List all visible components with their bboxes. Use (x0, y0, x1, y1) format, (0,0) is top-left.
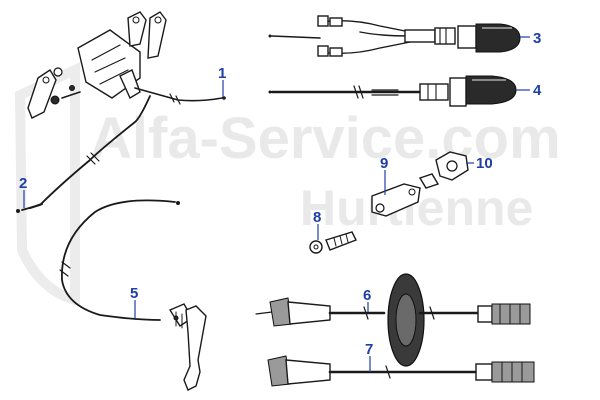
choke-knob-base-3 (457, 25, 477, 49)
choke-knob-base-4 (449, 77, 467, 107)
callout-8: 8 (313, 209, 321, 226)
callouts: 1 2 3 4 5 6 7 8 9 10 (19, 30, 542, 358)
callout-2: 2 (19, 175, 27, 192)
bracket-arm-left (27, 69, 57, 119)
watermark-line-1: Alfa-Service.com (90, 106, 561, 171)
part-pedal-bracket-cable (16, 11, 226, 213)
callout-9: 9 (380, 155, 388, 172)
part-choke-cable-3 (268, 15, 521, 57)
callout-1: 1 (218, 65, 226, 82)
hand-lever (183, 305, 207, 391)
nut (50, 95, 60, 105)
watermark-shield-logo (14, 62, 80, 307)
ferrule-6-right (491, 303, 531, 325)
bracket-lever-far-right (147, 11, 167, 59)
part-choke-cable-4 (268, 75, 517, 107)
washer (53, 67, 63, 77)
part-speedo-cable-7 (267, 355, 535, 387)
cable-2 (21, 95, 151, 211)
fitting-sleeve (418, 173, 440, 189)
callout-6: 6 (363, 287, 371, 304)
choke-knob-3 (475, 23, 521, 53)
callout-4: 4 (533, 82, 542, 99)
part-speedo-cable-6 (255, 273, 531, 367)
ferrule-7-right (491, 361, 535, 383)
callout-10: 10 (476, 155, 493, 172)
callout-5: 5 (130, 285, 138, 302)
bracket-lever-right (127, 11, 147, 47)
callout-7: 7 (365, 341, 373, 358)
leader-lines (23, 36, 530, 372)
callout-3: 3 (533, 30, 541, 47)
part-fittings (309, 151, 469, 254)
part-hand-lever-cable (59, 199, 207, 391)
